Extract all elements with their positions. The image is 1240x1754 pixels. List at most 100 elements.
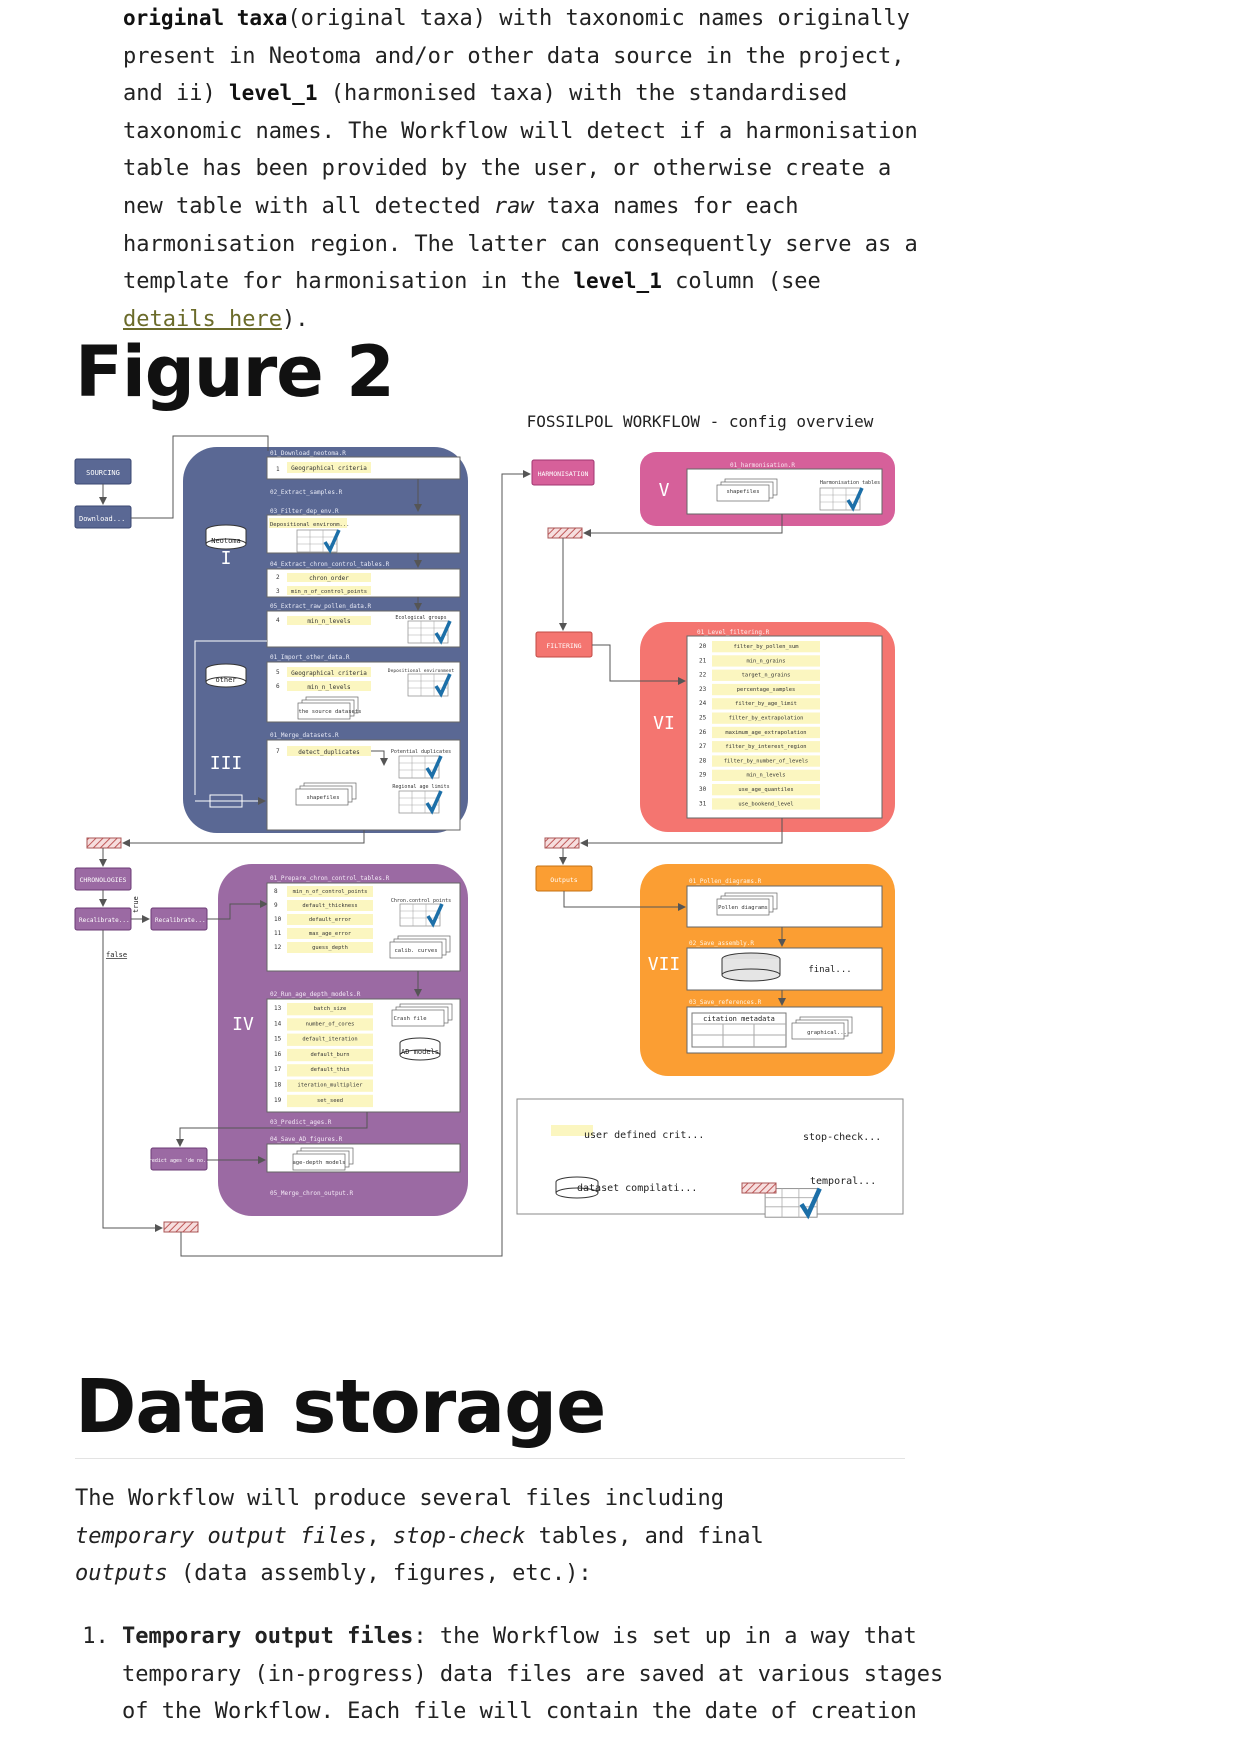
svg-text:AD models: AD models	[401, 1048, 439, 1056]
criterion-highlight	[287, 942, 373, 953]
svg-text:SOURCING: SOURCING	[86, 469, 120, 477]
criterion-number: 20	[699, 643, 707, 650]
svg-text:min_n_of_control_points: min_n_of_control_points	[291, 589, 367, 595]
temporal-file-icon-2	[163, 1221, 199, 1233]
code-original-taxa: original taxa	[123, 6, 288, 30]
svg-text:min_n_levels: min_n_levels	[307, 618, 351, 625]
criterion-label: max_age_error	[309, 931, 352, 937]
svg-text:user defined crit...: user defined crit...	[584, 1130, 704, 1141]
criterion-highlight	[287, 928, 373, 939]
svg-text:detect_duplicates: detect_duplicates	[298, 749, 360, 756]
neotoma-database-icon: Neotoma	[205, 524, 247, 550]
temporal-file-icon-4	[544, 837, 580, 849]
temporal-file-icon-3	[547, 527, 583, 539]
criterion-label: default_iteration	[302, 1037, 357, 1043]
criterion-label: filter_by_interest_region	[725, 744, 806, 750]
svg-text:01_harmonisation.R: 01_harmonisation.R	[730, 462, 795, 469]
criterion-label: default_error	[309, 917, 352, 923]
svg-text:5: 5	[276, 669, 280, 676]
criterion-label: min_n_of_control_points	[293, 889, 368, 895]
legend-dataset-icon	[555, 1176, 599, 1199]
svg-text:chron_order: chron_order	[309, 575, 349, 582]
criterion-number: 30	[699, 786, 707, 793]
svg-text:01_Level_filtering.R: 01_Level_filtering.R	[697, 629, 770, 636]
svg-text:I: I	[221, 548, 232, 569]
criterion-label: guess_depth	[312, 945, 348, 951]
criterion-highlight	[712, 698, 820, 710]
criterion-number: 26	[699, 729, 707, 736]
criterion-number: 16	[274, 1051, 282, 1058]
data-storage-heading: Data storage	[75, 1364, 606, 1450]
svg-text:Neotoma: Neotoma	[211, 537, 241, 545]
svg-text:Crash file: Crash file	[393, 1016, 426, 1022]
svg-text:01_Pollen_diagrams.R: 01_Pollen_diagrams.R	[689, 878, 762, 885]
criterion-highlight	[712, 655, 820, 667]
criterion-number: 21	[699, 657, 707, 664]
criterion-highlight	[712, 669, 820, 681]
svg-text:03_Filter_dep_env.R: 03_Filter_dep_env.R	[270, 508, 339, 515]
criterion-highlight	[287, 900, 373, 911]
details-here-link[interactable]: details here	[123, 306, 282, 332]
criterion-highlight	[712, 726, 820, 739]
criterion-number: 11	[274, 930, 282, 937]
criterion-number: 27	[699, 743, 707, 750]
svg-text:Pollen diagrams: Pollen diagrams	[718, 905, 768, 911]
criterion-highlight	[287, 886, 373, 897]
criterion-number: 13	[274, 1005, 282, 1012]
harmonisation-box	[531, 459, 595, 486]
ad-models-database-icon: AD models	[399, 1037, 441, 1061]
criterion-label: target_n_grains	[742, 673, 791, 679]
svg-text:predict ages 'de no...: predict ages 'de no...	[146, 1158, 212, 1164]
storage-list: Temporary output files: the Workflow is …	[75, 1618, 962, 1731]
criterion-number: 8	[274, 888, 278, 895]
criterion-label: filter_by_number_of_levels	[724, 758, 808, 764]
svg-text:01_Import_other_data.R: 01_Import_other_data.R	[270, 654, 350, 661]
criterion-number: 18	[274, 1082, 282, 1089]
criterion-number: 17	[274, 1066, 282, 1073]
svg-text:dataset compilati...: dataset compilati...	[577, 1183, 697, 1194]
svg-text:Download...: Download...	[79, 515, 125, 523]
criterion-label: maximum_age_extrapolation	[725, 730, 806, 736]
svg-text:min_n_levels: min_n_levels	[307, 684, 351, 691]
criterion-highlight	[287, 914, 373, 925]
svg-text:false: false	[106, 951, 127, 959]
criterion-highlight	[287, 1079, 373, 1092]
download-box[interactable]	[74, 505, 132, 529]
criterion-label: batch_size	[314, 1006, 346, 1012]
svg-text:age-depth models: age-depth models	[293, 1160, 346, 1166]
svg-text:shapefiles: shapefiles	[306, 795, 339, 801]
criterion-number: 15	[274, 1036, 282, 1043]
final-assembly-database-icon	[721, 952, 781, 982]
predict-ages-box[interactable]	[150, 1147, 208, 1171]
svg-text:01_Merge_datasets.R: 01_Merge_datasets.R	[270, 732, 339, 739]
svg-text:V: V	[659, 480, 670, 501]
svg-text:Ecological groups: Ecological groups	[395, 615, 446, 621]
criterion-label: use_bookend_level	[738, 801, 793, 807]
criterion-highlight	[712, 712, 820, 724]
svg-text:01_Download_neotoma.R: 01_Download_neotoma.R	[270, 450, 346, 457]
criterion-highlight	[712, 741, 820, 753]
svg-text:CHRONOLOGIES: CHRONOLOGIES	[80, 876, 127, 884]
criterion-label: set_seed	[317, 1098, 343, 1104]
diagram-title: FOSSILPOL WORKFLOW - config overview	[527, 412, 874, 431]
code-level-1-b: level_1	[573, 269, 662, 294]
legend-user-swatch	[551, 1125, 593, 1136]
svg-text:3: 3	[276, 588, 280, 595]
criterion-number: 22	[699, 672, 707, 679]
criterion-label: use_age_quantiles	[738, 787, 793, 793]
code-level-1: level_1	[228, 81, 318, 106]
criterion-label: filter_by_pollen_sum	[734, 644, 799, 650]
svg-text:7: 7	[276, 748, 280, 755]
criterion-label: number_of_cores	[306, 1021, 355, 1027]
criterion-number: 29	[699, 772, 707, 779]
svg-text:02_Run_age_depth_models.R: 02_Run_age_depth_models.R	[270, 991, 361, 998]
criterion-label: percentage_samples	[737, 687, 795, 693]
criterion-number: 25	[699, 715, 707, 722]
svg-text:FILTERING: FILTERING	[546, 642, 581, 650]
criterion-highlight	[712, 755, 820, 767]
criterion-highlight	[712, 641, 820, 653]
svg-text:03_Predict_ages.R: 03_Predict_ages.R	[270, 1119, 332, 1126]
criterion-highlight	[287, 1018, 373, 1031]
svg-text:04_Save_AD_figures.R: 04_Save_AD_figures.R	[270, 1136, 343, 1143]
svg-text:citation metadata: citation metadata	[703, 1015, 775, 1023]
